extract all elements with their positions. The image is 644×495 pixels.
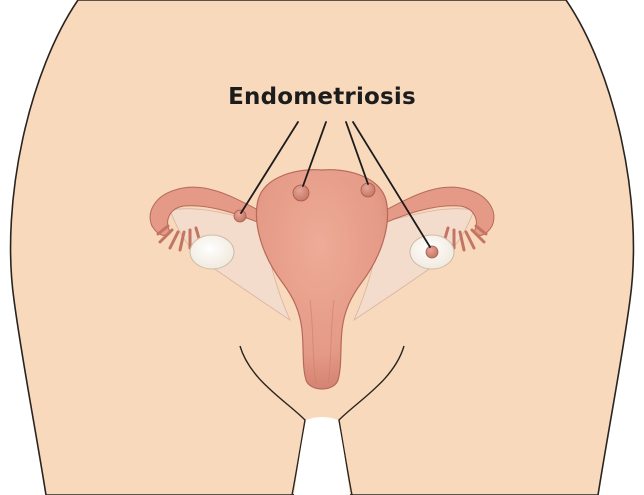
left-ovary — [190, 235, 234, 269]
lesion-right-ovary — [426, 246, 438, 258]
endometriosis-label: Endometriosis — [0, 84, 644, 110]
lesion-left-tube — [234, 210, 246, 222]
lesion-uterus-top — [293, 185, 309, 201]
lesion-uterus-right — [361, 183, 375, 197]
